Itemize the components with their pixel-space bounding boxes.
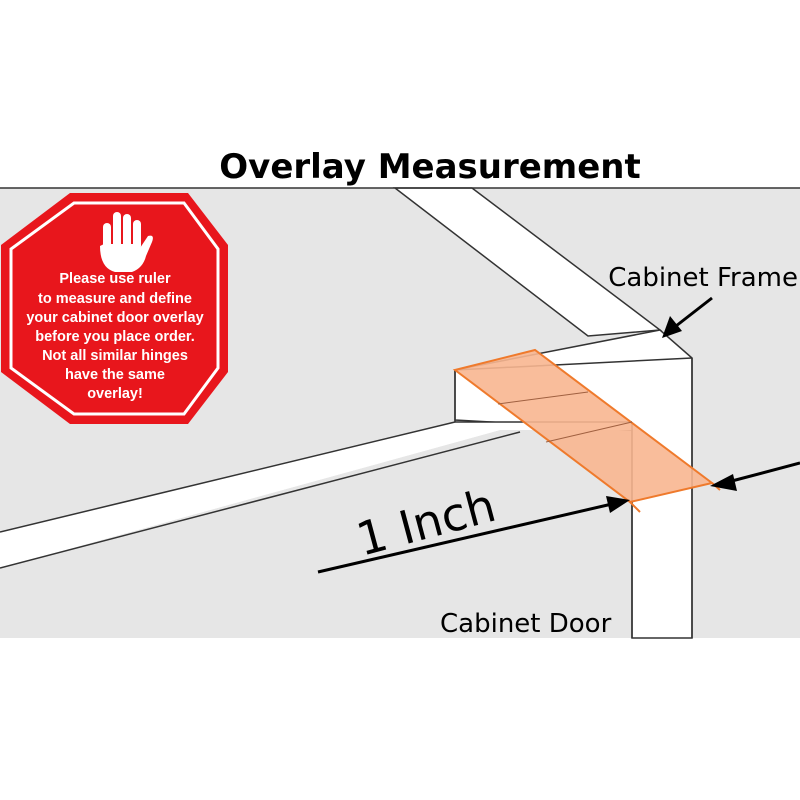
sign-line-4: before you place order. xyxy=(35,329,195,345)
overlay-inner-line-2 xyxy=(545,421,633,443)
cabinet-door-face xyxy=(0,422,632,638)
overlay-inner-line-1 xyxy=(497,391,589,405)
sign-line-3: your cabinet door overlay xyxy=(26,310,203,326)
sign-line-1: Please use ruler xyxy=(59,271,171,287)
sign-line-7: overlay! xyxy=(87,386,143,402)
cabinet-frame-label: Cabinet Frame xyxy=(608,263,798,293)
sign-line-2: to measure and define xyxy=(38,291,192,307)
door-top-edge xyxy=(0,421,456,533)
cabinet-frame-arrowhead xyxy=(662,316,682,338)
dimension-arrowhead-left xyxy=(606,496,630,513)
stop-sign-outer xyxy=(1,193,228,424)
stop-hand-icon xyxy=(100,212,153,272)
sign-line-5: Not all similar hinges xyxy=(42,348,188,364)
frame-edge-leader-line xyxy=(727,461,800,484)
warning-stop-sign: Please use ruler to measure and define y… xyxy=(1,193,228,424)
overlay-guide-left xyxy=(629,501,641,513)
cabinet-door-label: Cabinet Door xyxy=(440,609,612,639)
dimension-arrowhead-right xyxy=(710,474,737,491)
cabinet-frame-leader-line xyxy=(675,296,713,328)
diagram-title: Overlay Measurement xyxy=(219,147,641,187)
stop-sign-border xyxy=(9,201,220,416)
sign-line-6: have the same xyxy=(65,367,165,383)
dimension-leader-line xyxy=(317,502,613,574)
door-bottom-edge xyxy=(0,431,521,569)
